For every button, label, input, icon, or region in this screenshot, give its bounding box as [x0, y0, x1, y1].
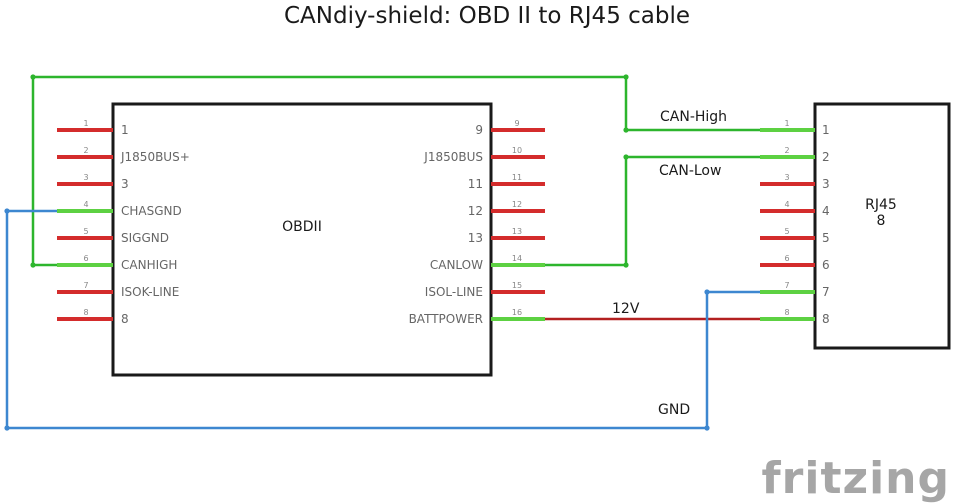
obd-pin-number: 8	[83, 308, 88, 317]
wire-bendpoint	[30, 262, 36, 268]
wire-bendpoint	[623, 127, 629, 133]
wire-label-can-high: CAN-High	[660, 109, 727, 125]
obd-pin-label: J1850BUS	[423, 150, 483, 164]
wire-bendpoint	[4, 425, 10, 431]
rj45-pin-number: 7	[784, 281, 789, 290]
rj45-pin-label: 1	[822, 123, 830, 137]
rj45-pin-label: 3	[822, 177, 830, 191]
rj45-pin-number: 8	[784, 308, 789, 317]
obd-pin-number: 13	[512, 227, 522, 236]
wire-bendpoint	[623, 74, 629, 80]
obd-pin-label: BATTPOWER	[409, 312, 483, 326]
wire-label-12v: 12V	[612, 301, 640, 317]
wire-label-can-low: CAN-Low	[659, 163, 721, 179]
wire-bendpoint	[704, 425, 710, 431]
obd-pin-number: 16	[512, 308, 522, 317]
fritzing-logo: fritzing	[762, 453, 950, 504]
obd-pin-label: 8	[121, 312, 129, 326]
diagram-title: CANdiy-shield: OBD II to RJ45 cable	[284, 3, 690, 29]
rj45-part-subname: 8	[877, 213, 886, 229]
obd-pin-label: ISOK-LINE	[121, 285, 179, 299]
wire-bendpoint	[623, 154, 629, 160]
wire-label-gnd: GND	[658, 402, 690, 418]
rj45-pin-label: 5	[822, 231, 830, 245]
wire-bendpoint	[4, 208, 10, 214]
rj45-pin-label: 8	[822, 312, 830, 326]
rj45-pin-number: 5	[784, 227, 789, 236]
obd-pin-number: 2	[83, 146, 88, 155]
rj45-pin-number: 6	[784, 254, 789, 263]
obd-pin-label: 9	[475, 123, 483, 137]
obd-body	[111, 102, 493, 377]
rj45-pin-number: 3	[784, 173, 789, 182]
obd-pin-number: 4	[83, 200, 88, 209]
obd-connector: OBDII	[111, 102, 493, 377]
obd-pin-number: 11	[512, 173, 522, 182]
rj45-pin-label: 4	[822, 204, 830, 218]
obd-pin-label: ISOL-LINE	[425, 285, 483, 299]
obd-pin-label: CANLOW	[430, 258, 483, 272]
obd-pin-label: J1850BUS+	[120, 150, 190, 164]
obd-pin-label: CANHIGH	[121, 258, 177, 272]
rj45-pin-label: 6	[822, 258, 830, 272]
obd-pin-number: 3	[83, 173, 88, 182]
rj45-body	[813, 102, 951, 350]
wire-bendpoint	[30, 74, 36, 80]
obd-pin-number: 5	[83, 227, 88, 236]
rj45-pin-number: 2	[784, 146, 789, 155]
obd-pin-label: 11	[468, 177, 483, 191]
obd-pin-number: 7	[83, 281, 88, 290]
obd-pin-number: 6	[83, 254, 88, 263]
obd-pin-label: 3	[121, 177, 129, 191]
wire-can-low	[545, 155, 815, 267]
obd-pin-number: 15	[512, 281, 522, 290]
obd-pin-number: 12	[512, 200, 522, 209]
wire-labels-layer: CAN-High CAN-Low 12V GND	[612, 109, 727, 418]
obd-pin-label: SIGGND	[121, 231, 169, 245]
wire-can-high	[31, 75, 815, 267]
obd-pin-number: 14	[512, 254, 522, 263]
rj45-pin-number: 1	[784, 119, 789, 128]
rj45-part-name: RJ45	[865, 197, 897, 213]
obd-pin-label: 12	[468, 204, 483, 218]
rj45-pin-number: 4	[784, 200, 789, 209]
obd-pin-number: 1	[83, 119, 88, 128]
obd-part-name: OBDII	[282, 219, 322, 235]
wire-bendpoint	[704, 289, 710, 295]
rj45-pin-label: 7	[822, 285, 830, 299]
obd-pin-number: 9	[514, 119, 519, 128]
obd-pin-label: CHASGND	[121, 204, 182, 218]
wire-bendpoint	[623, 262, 629, 268]
obd-pin-label: 1	[121, 123, 129, 137]
obd-pin-label: 13	[468, 231, 483, 245]
obd-pin-number: 10	[512, 146, 522, 155]
wire-gnd	[5, 209, 815, 430]
rj45-pin-label: 2	[822, 150, 830, 164]
rj45-connector: RJ45 8	[813, 102, 951, 350]
